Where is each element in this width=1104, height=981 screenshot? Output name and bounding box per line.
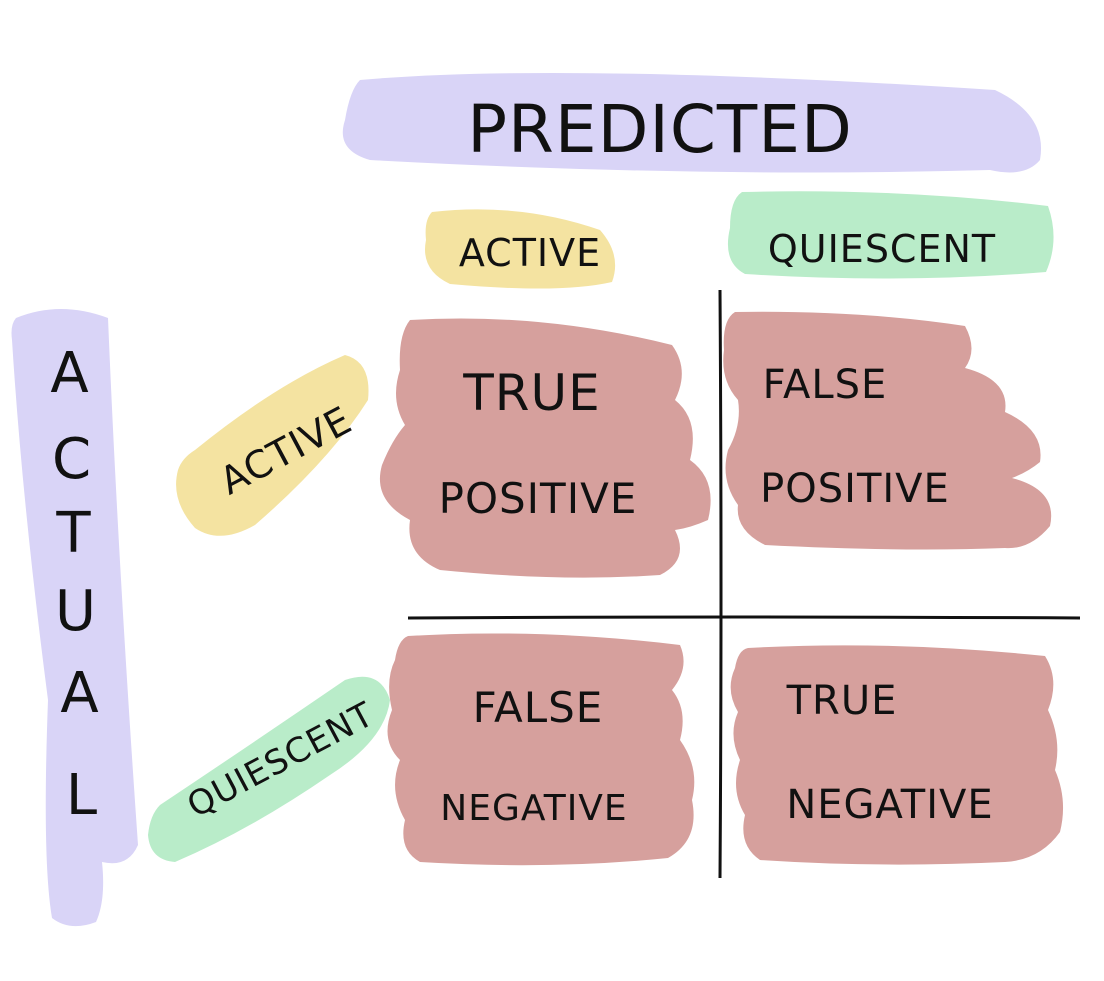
actual-letter-t: T (55, 501, 91, 566)
actual-quiescent-highlight (148, 676, 390, 862)
cell-false-negative: FALSE NEGATIVE (387, 633, 695, 866)
fn-line2: NEGATIVE (440, 788, 627, 829)
tn-line2: NEGATIVE (786, 782, 993, 828)
predicted-active-label: ACTIVE (459, 231, 601, 275)
predicted-active-highlight (425, 209, 616, 289)
fp-line1: FALSE (763, 362, 888, 408)
actual-highlight (11, 309, 138, 927)
actual-letter-u: U (55, 579, 97, 644)
actual-letter-a2: A (60, 661, 99, 726)
actual-letter-l: L (66, 763, 98, 828)
predicted-highlight (342, 72, 1042, 173)
tp-line1: TRUE (462, 364, 600, 422)
predicted-quiescent-label: QUIESCENT (768, 227, 996, 271)
horizontal-divider (407, 615, 1081, 620)
matrix-grid (407, 289, 1081, 879)
cell-false-positive: FALSE POSITIVE (723, 311, 1052, 550)
actual-letter-a1: A (50, 341, 89, 406)
tp-line2: POSITIVE (439, 474, 638, 523)
fp-line2: POSITIVE (760, 466, 950, 512)
vertical-divider (718, 289, 723, 879)
cell-true-negative: TRUE NEGATIVE (730, 645, 1064, 865)
fn-line1: FALSE (473, 683, 604, 732)
predicted-quiescent-highlight (727, 191, 1054, 279)
tn-line1: TRUE (786, 678, 898, 724)
actual-letter-c: C (52, 427, 92, 492)
actual-label: A C T U A L (50, 341, 99, 828)
actual-active-highlight (176, 355, 369, 536)
cell-true-positive: TRUE POSITIVE (379, 318, 711, 578)
predicted-label: PREDICTED (467, 91, 853, 168)
